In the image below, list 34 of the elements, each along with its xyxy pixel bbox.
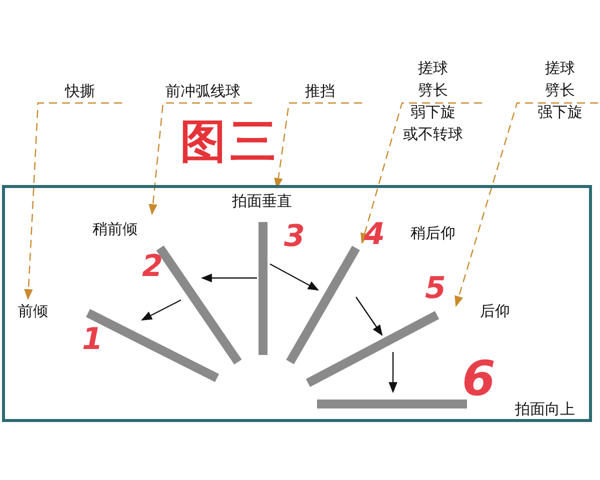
callout-number: 4 — [364, 220, 385, 250]
leader-line — [24, 102, 122, 300]
angle-label: 拍面垂直 — [220, 190, 304, 212]
callout-number: 5 — [425, 274, 446, 304]
arrow — [388, 352, 398, 394]
angle-label: 后仰 — [472, 300, 518, 322]
arrow — [200, 274, 257, 282]
annotation-text: 劈长 — [544, 80, 576, 101]
angle-label: 稍后仰 — [400, 222, 466, 244]
annotation-text: 前冲弧线球 — [155, 80, 251, 103]
annotation-text: 弱下旋 — [410, 102, 456, 123]
frame-box — [2, 185, 592, 422]
leader-line — [360, 102, 482, 244]
annotation-text: 搓球 — [417, 58, 449, 79]
callout-number: 1 — [82, 325, 103, 355]
annotation-text: 推挡 — [295, 80, 345, 103]
arrow — [141, 299, 182, 321]
leader-line — [274, 102, 362, 190]
leader-line — [148, 102, 252, 216]
angle-label: 前倾 — [10, 300, 56, 322]
annotation-text: 或不转球 — [402, 124, 464, 145]
angle-label: 拍面向上 — [500, 398, 590, 420]
annotation-text: 强下旋 — [536, 102, 584, 123]
annotation-text: 快撕 — [55, 80, 105, 103]
arrow — [356, 296, 383, 336]
arrow — [270, 263, 319, 291]
leader-line — [454, 102, 598, 308]
callout-number: 3 — [284, 222, 305, 252]
angle-label: 稍前倾 — [82, 218, 148, 240]
annotation-text: 劈长 — [417, 80, 449, 101]
callout-number: 2 — [142, 252, 163, 282]
callout-number: 6 — [462, 355, 496, 403]
annotation-text: 搓球 — [544, 58, 576, 79]
title: 图三 — [180, 118, 280, 164]
